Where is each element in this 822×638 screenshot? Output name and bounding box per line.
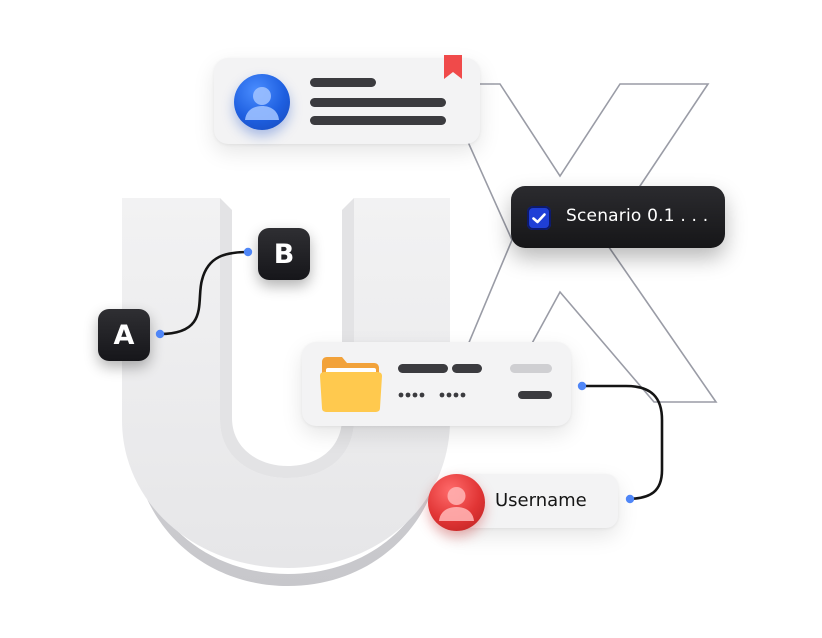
letter-u-face (122, 198, 450, 568)
file-dots (398, 392, 466, 398)
node-a-label: A (113, 319, 135, 351)
connector-dot-file (577, 381, 587, 391)
profile-name-placeholder (310, 78, 376, 87)
connector-dot-a (155, 329, 165, 339)
file-name-placeholder-1 (398, 364, 448, 373)
profile-text-line-2 (310, 116, 446, 125)
file-meta-placeholder (510, 364, 552, 373)
connector-dot-b (243, 247, 253, 257)
connector-a-b (158, 250, 250, 336)
username-label: Username (495, 490, 587, 511)
profile-text-line-1 (310, 98, 446, 107)
letter-u-inner-shade (220, 198, 354, 478)
file-size-placeholder (518, 391, 552, 399)
node-b[interactable]: B (258, 228, 310, 280)
scenario-label: Scenario 0.1 . . . (566, 206, 709, 226)
folder-icon (320, 357, 382, 412)
node-b-label: B (273, 238, 295, 270)
checkbox-checked-icon[interactable] (527, 206, 551, 230)
connector-file-user (580, 384, 664, 501)
profile-avatar-icon (234, 74, 290, 130)
connector-dot-user (625, 494, 635, 504)
node-a[interactable]: A (98, 309, 150, 361)
user-avatar-icon (428, 474, 485, 531)
file-name-placeholder-2 (452, 364, 482, 373)
bookmark-icon[interactable] (442, 53, 464, 81)
